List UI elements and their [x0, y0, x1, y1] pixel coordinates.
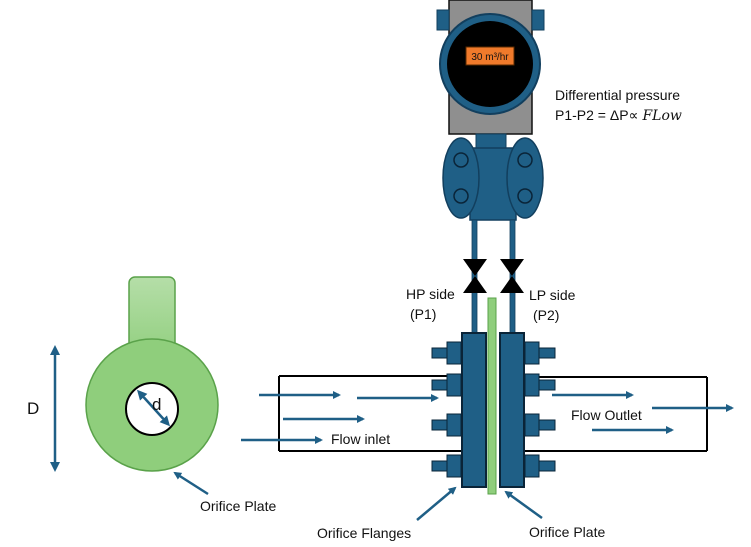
display-readout	[465, 46, 515, 66]
lp-pressure-label: (P2)	[533, 307, 559, 323]
cap-bolt	[453, 188, 469, 204]
valve-hp	[463, 259, 487, 293]
cap-bolt	[453, 152, 469, 168]
flow-inlet-label: Flow inlet	[331, 431, 390, 447]
pointer-arrow-plate-left	[173, 471, 209, 496]
flow-outlet-label: Flow Outlet	[571, 407, 642, 423]
hp-side-label: HP side	[406, 286, 455, 302]
orifice-plate-front: d	[85, 276, 219, 472]
dp-formula-var: FLow	[641, 108, 681, 124]
bore-d-label: d	[152, 395, 161, 414]
flange-nut	[446, 341, 462, 365]
cap-bolt	[517, 188, 533, 204]
orifice-plate-label-left: Orifice Plate	[200, 498, 276, 514]
orifice-flanges-label: Orifice Flanges	[317, 525, 411, 541]
flange-left	[461, 332, 487, 488]
orifice-plate-label-right: Orifice Plate	[529, 524, 605, 540]
flow-arrows	[241, 391, 734, 444]
flange-nut	[446, 413, 462, 437]
flange-nut	[446, 454, 462, 478]
flange-nut	[524, 413, 540, 437]
dp-formula: P1-P2 = ΔP∝	[555, 107, 642, 123]
cap-bolt	[517, 152, 533, 168]
hp-pressure-label: (P1)	[410, 306, 436, 322]
pointer-arrow-flanges	[416, 486, 457, 521]
dp-transmitter: 30 m³/hr	[436, 0, 545, 337]
housing-tab-left	[436, 9, 450, 31]
pipe	[278, 375, 708, 452]
housing-tab-right	[531, 9, 545, 31]
flange-nut	[524, 341, 540, 365]
orifice-flanges	[431, 332, 556, 488]
flange-nut	[524, 373, 540, 397]
lp-side-label: LP side	[529, 287, 576, 303]
sensor-cap-left	[442, 137, 480, 219]
flange-nut	[524, 454, 540, 478]
display-value: 30 m³/hr	[471, 52, 509, 63]
pipe-D-label: D	[27, 399, 39, 418]
flange-right	[499, 332, 525, 488]
orifice-plate-side	[487, 297, 497, 495]
flange-nut	[446, 373, 462, 397]
dp-caption-line1: Differential pressure	[555, 87, 680, 103]
valve-lp	[500, 259, 524, 293]
pointer-arrow-plate	[504, 490, 543, 520]
sensor-cap-right	[506, 137, 544, 219]
bore-diameter-arrow	[136, 389, 171, 427]
dp-caption-line2: P1-P2 = ΔP∝ FLow	[555, 107, 682, 124]
